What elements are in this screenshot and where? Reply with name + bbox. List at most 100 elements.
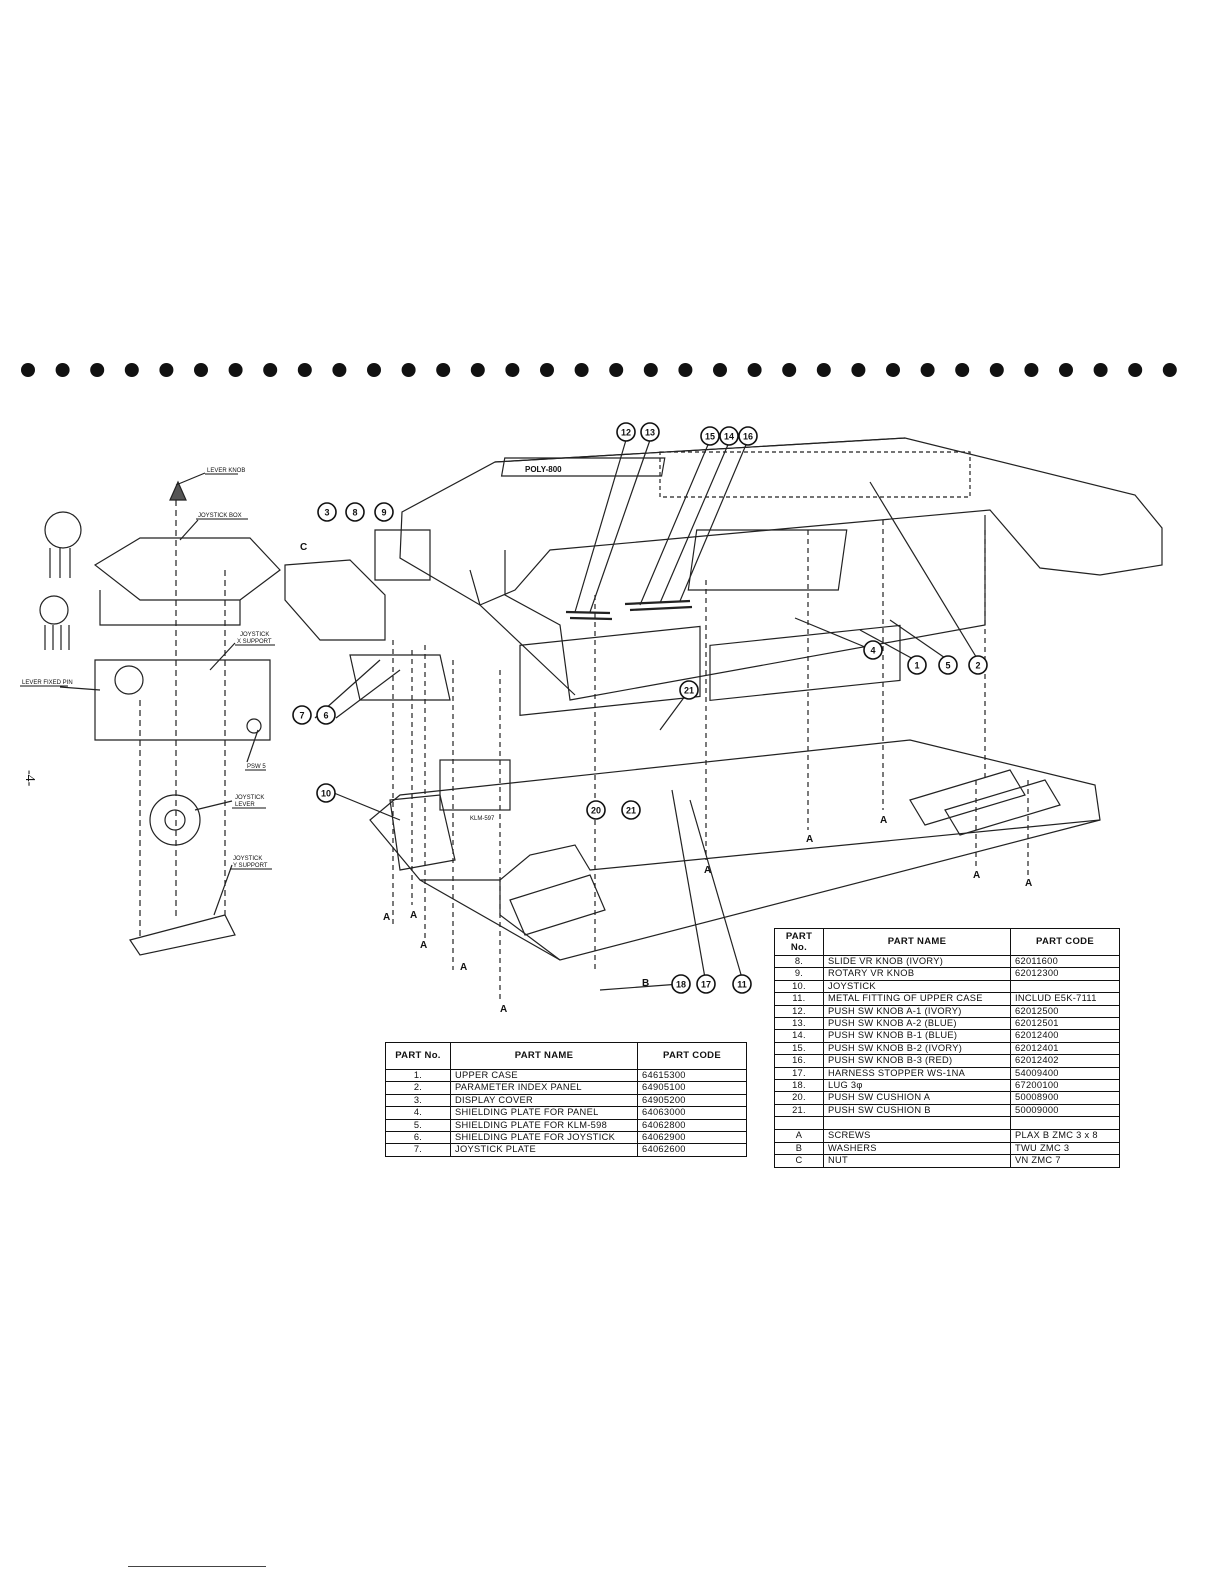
cell-no: 13. (774, 1017, 824, 1031)
cell-code: 67200100 (1010, 1079, 1120, 1093)
border-dot (367, 363, 381, 377)
footer-line (128, 1566, 266, 1567)
callout-label: 4 (870, 646, 875, 656)
border-dot (1128, 363, 1143, 377)
border-dot (401, 363, 416, 377)
callout-circle (968, 655, 988, 675)
cell-name: JOYSTICK (823, 980, 1011, 994)
cell-no: B (774, 1142, 824, 1156)
cell-code: 50009000 (1010, 1104, 1120, 1118)
callout-circle (907, 655, 927, 675)
cell-no: 15. (774, 1042, 824, 1056)
callout-label: 6 (323, 711, 328, 721)
border-dot (816, 363, 831, 377)
cell-no: 9. (774, 967, 824, 981)
label-joystick-y-support-2: Y SUPPORT (233, 863, 268, 869)
border-dot (989, 363, 1004, 377)
cell-no: 7. (385, 1143, 451, 1157)
header-part-code: PART CODE (637, 1042, 747, 1070)
callout-label: 10 (321, 789, 331, 799)
cell-code: 50008900 (1010, 1091, 1120, 1105)
cell-name: HARNESS STOPPER WS-1NA (823, 1067, 1011, 1081)
cell-code: 64905200 (637, 1094, 747, 1108)
border-dot (782, 363, 797, 377)
cell-code: TWU ZMC 3 (1010, 1142, 1120, 1156)
cell-code (1010, 1116, 1120, 1131)
callout-label: 12 (621, 428, 631, 438)
cell-no: 17. (774, 1067, 824, 1081)
cell-code: INCLUD E5K-7111 (1010, 992, 1120, 1006)
callout-circle (292, 705, 312, 725)
cell-no: A (774, 1129, 824, 1143)
callout-label: 7 (299, 711, 304, 721)
fastener-mark: B (642, 978, 649, 989)
border-dot (678, 363, 693, 377)
cell-name: ROTARY VR KNOB (823, 967, 1011, 981)
border-dot (886, 363, 900, 377)
callout-circle (586, 800, 606, 820)
fastener-mark: A (500, 1004, 507, 1015)
border-dot (955, 363, 970, 377)
cell-no: 10. (774, 980, 824, 994)
lower-chassis-drawing (369, 739, 1101, 881)
cell-code: 62012300 (1010, 967, 1120, 981)
callout-label: 3 (324, 508, 329, 518)
border-dot (470, 363, 485, 377)
border-dot (1024, 363, 1039, 377)
callout-circle (621, 800, 641, 820)
cell-name: PUSH SW KNOB A-1 (IVORY) (823, 1005, 1011, 1019)
parts-table-right: PART No. PART NAME PART CODE 8.SLIDE VR … (774, 928, 1120, 1168)
callout-label: 18 (676, 980, 686, 990)
border-dot (159, 363, 174, 377)
callout-label: 20 (591, 806, 601, 816)
table-row: 14.PUSH SW KNOB B-1 (BLUE)62012400 (774, 1029, 1120, 1043)
callout-label: 8 (352, 508, 357, 518)
fastener-mark: A (460, 962, 467, 973)
border-dot (643, 363, 658, 377)
page-marker: -4- (22, 770, 37, 787)
cell-code: 64062600 (637, 1143, 747, 1157)
cell-name: LUG 3φ (823, 1079, 1011, 1093)
cell-code: 64062800 (637, 1119, 747, 1133)
cell-name: METAL FITTING OF UPPER CASE (823, 992, 1011, 1006)
fastener-mark: A (704, 865, 711, 876)
cell-name: SHIELDING PLATE FOR JOYSTICK (450, 1131, 638, 1145)
callout-circle (738, 426, 758, 446)
dot-border (21, 363, 1177, 377)
cell-no: 16. (774, 1054, 824, 1068)
callout-circle (317, 502, 337, 522)
border-dot (574, 363, 589, 377)
label-psw5: PSW 5 (247, 764, 266, 770)
callout-label: 21 (684, 686, 694, 696)
cell-no (774, 1116, 824, 1131)
callout-circle (345, 502, 365, 522)
callout-label: 9 (381, 508, 386, 518)
callout-circle (374, 502, 394, 522)
callout-circle (696, 974, 716, 994)
border-dot (713, 363, 727, 377)
label-joystick-box: JOYSTICK BOX (198, 513, 242, 519)
callout-label: 15 (705, 432, 715, 442)
cell-name: SHIELDING PLATE FOR KLM-598 (450, 1119, 638, 1133)
cell-name: SCREWS (823, 1129, 1011, 1143)
cell-code: 62012402 (1010, 1054, 1120, 1068)
table-row (774, 1116, 1120, 1131)
callout-circle (938, 655, 958, 675)
header-part-code: PART CODE (1010, 928, 1120, 956)
callout-label: 17 (701, 980, 711, 990)
parts-table-left: PART No. PART NAME PART CODE 1.UPPER CAS… (385, 1042, 747, 1157)
cell-name: UPPER CASE (450, 1069, 638, 1083)
cell-name: NUT (823, 1154, 1011, 1168)
callout-label: 13 (645, 428, 655, 438)
border-dot (90, 363, 105, 377)
cell-no: 2. (385, 1081, 451, 1095)
fastener-mark: A (806, 834, 813, 845)
border-dot (505, 363, 520, 377)
cell-no: 12. (774, 1005, 824, 1019)
